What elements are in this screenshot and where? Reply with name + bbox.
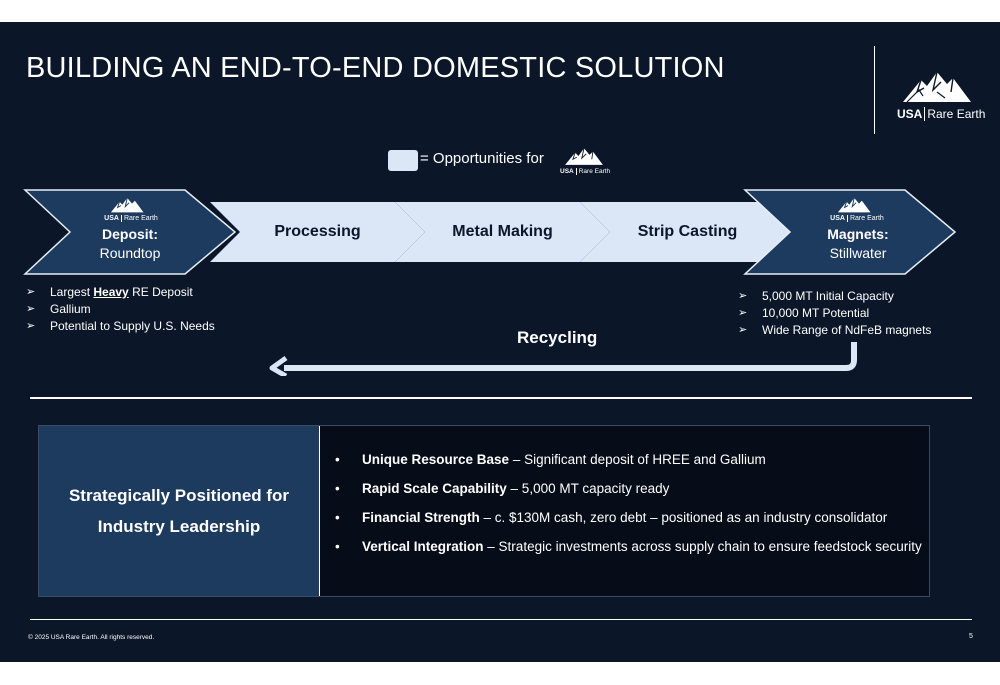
footer-copyright: © 2025 USA Rare Earth. All rights reserv… (28, 634, 155, 641)
bullet-text: Wide Range of NdFeB magnets (762, 323, 932, 337)
item-heading: Rapid Scale Capability (362, 481, 507, 496)
leadership-panel: Strategically Positioned for Industry Le… (38, 425, 930, 597)
section-divider (30, 397, 972, 399)
item-heading: Unique Resource Base (362, 452, 510, 467)
page-number: 5 (969, 633, 973, 640)
deposit-title: Deposit: (102, 226, 158, 242)
item-text: – Strategic investments across supply ch… (483, 539, 922, 554)
bullet-emphasis: Heavy (93, 285, 129, 299)
item-heading: Vertical Integration (362, 539, 484, 554)
panel-title-box: Strategically Positioned for Industry Le… (39, 426, 320, 596)
bullet-text: Largest (50, 285, 94, 299)
list-item: • Financial Strength – c. $130M cash, zer… (335, 510, 922, 539)
item-text: – Significant deposit of HREE and Galliu… (509, 452, 766, 467)
deposit-logo-text: USA Rare Earth (103, 215, 159, 222)
logo-brand-bold: USA (897, 107, 923, 121)
mountain-logo-icon (903, 71, 971, 103)
item-text: – c. $130M cash, zero debt – positioned … (479, 510, 888, 525)
mountain-logo-icon (565, 148, 603, 165)
list-item: ➢ Largest Heavy RE Deposit (26, 284, 215, 301)
arrow-bullet-icon: ➢ (738, 324, 748, 336)
deposit-bullet-list: ➢ Largest Heavy RE Deposit ➢ Gallium ➢ Pote… (26, 284, 215, 335)
bullet-dot-icon: • (335, 539, 340, 554)
bullet-text: RE Deposit (128, 285, 193, 299)
panel-title: Strategically Positioned for Industry Le… (68, 486, 290, 536)
item-heading: Financial Strength (362, 510, 480, 525)
legend-swatch (388, 150, 418, 171)
item-text: – 5,000 MT capacity ready (506, 481, 670, 496)
logo-brand-rest: Rare Earth (578, 168, 611, 175)
magnets-subtitle: Stillwater (829, 245, 887, 261)
logo-divider (874, 46, 875, 134)
logo-brand-rest: Rare Earth (849, 215, 884, 222)
magnets-title: Magnets: (827, 226, 889, 242)
mountain-logo-icon (110, 197, 144, 213)
legend-text: = Opportunities for (420, 150, 544, 167)
magnets-logo-text: USA Rare Earth (829, 215, 885, 222)
logo-brand-bold: USA (560, 168, 574, 175)
logo-brand-bold: USA (104, 215, 119, 222)
arrow-bullet-icon: ➢ (738, 290, 748, 302)
bullet-text: 5,000 MT Initial Capacity (762, 289, 894, 303)
footer-divider (30, 619, 972, 620)
magnets-chevron (743, 189, 957, 275)
arrow-bullet-icon: ➢ (26, 320, 36, 332)
logo-brand-rest: Rare Earth (123, 215, 158, 222)
magnets-bullet-list: ➢ 5,000 MT Initial Capacity ➢ 10,000 MT Po… (738, 288, 931, 339)
metal-making-label: Metal Making (452, 223, 553, 240)
bullet-dot-icon: • (335, 510, 340, 525)
processing-label: Processing (274, 223, 361, 240)
list-item: ➢ Gallium (26, 301, 215, 318)
bullet-text: Gallium (50, 302, 91, 316)
bullet-dot-icon: • (335, 481, 340, 496)
deposit-chevron (23, 189, 237, 275)
legend-logo: USA Rare Earth (560, 146, 611, 175)
company-logo: USA Rare Earth (897, 68, 985, 121)
list-item: • Rapid Scale Capability – 5,000 MT capac… (335, 481, 922, 510)
slide: BUILDING AN END-TO-END DOMESTIC SOLUTION… (0, 22, 1000, 662)
bullet-text: Potential to Supply U.S. Needs (50, 319, 215, 333)
list-item: ➢ 10,000 MT Potential (738, 305, 931, 322)
arrow-bullet-icon: ➢ (738, 307, 748, 319)
logo-brand-bold: USA (830, 215, 845, 222)
arrow-bullet-icon: ➢ (26, 286, 36, 298)
mountain-logo-icon (837, 197, 871, 213)
list-item: • Vertical Integration – Strategic invest… (335, 539, 922, 568)
strip-casting-chevron (580, 202, 795, 262)
processing-chevron (210, 202, 425, 262)
list-item: ➢ 5,000 MT Initial Capacity (738, 288, 931, 305)
recycling-label: Recycling (517, 328, 598, 347)
page-title: BUILDING AN END-TO-END DOMESTIC SOLUTION (26, 52, 725, 84)
bullet-text: 10,000 MT Potential (762, 306, 870, 320)
list-item: ➢ Potential to Supply U.S. Needs (26, 318, 215, 335)
bullet-dot-icon: • (335, 452, 340, 467)
recycling-arrow-icon (269, 342, 857, 376)
arrow-bullet-icon: ➢ (26, 303, 36, 315)
strip-casting-label: Strip Casting (637, 223, 738, 240)
list-item: • Unique Resource Base – Significant depo… (335, 452, 922, 481)
logo-brand-rest: Rare Earth (927, 107, 986, 121)
deposit-subtitle: Roundtop (99, 245, 161, 261)
value-chain: USA Rare Earth Deposit: Roundtop Processi… (0, 182, 1000, 282)
list-item: ➢ Wide Range of NdFeB magnets (738, 322, 931, 339)
panel-bullet-list: • Unique Resource Base – Significant depo… (335, 452, 922, 568)
metal-making-chevron (395, 202, 610, 262)
